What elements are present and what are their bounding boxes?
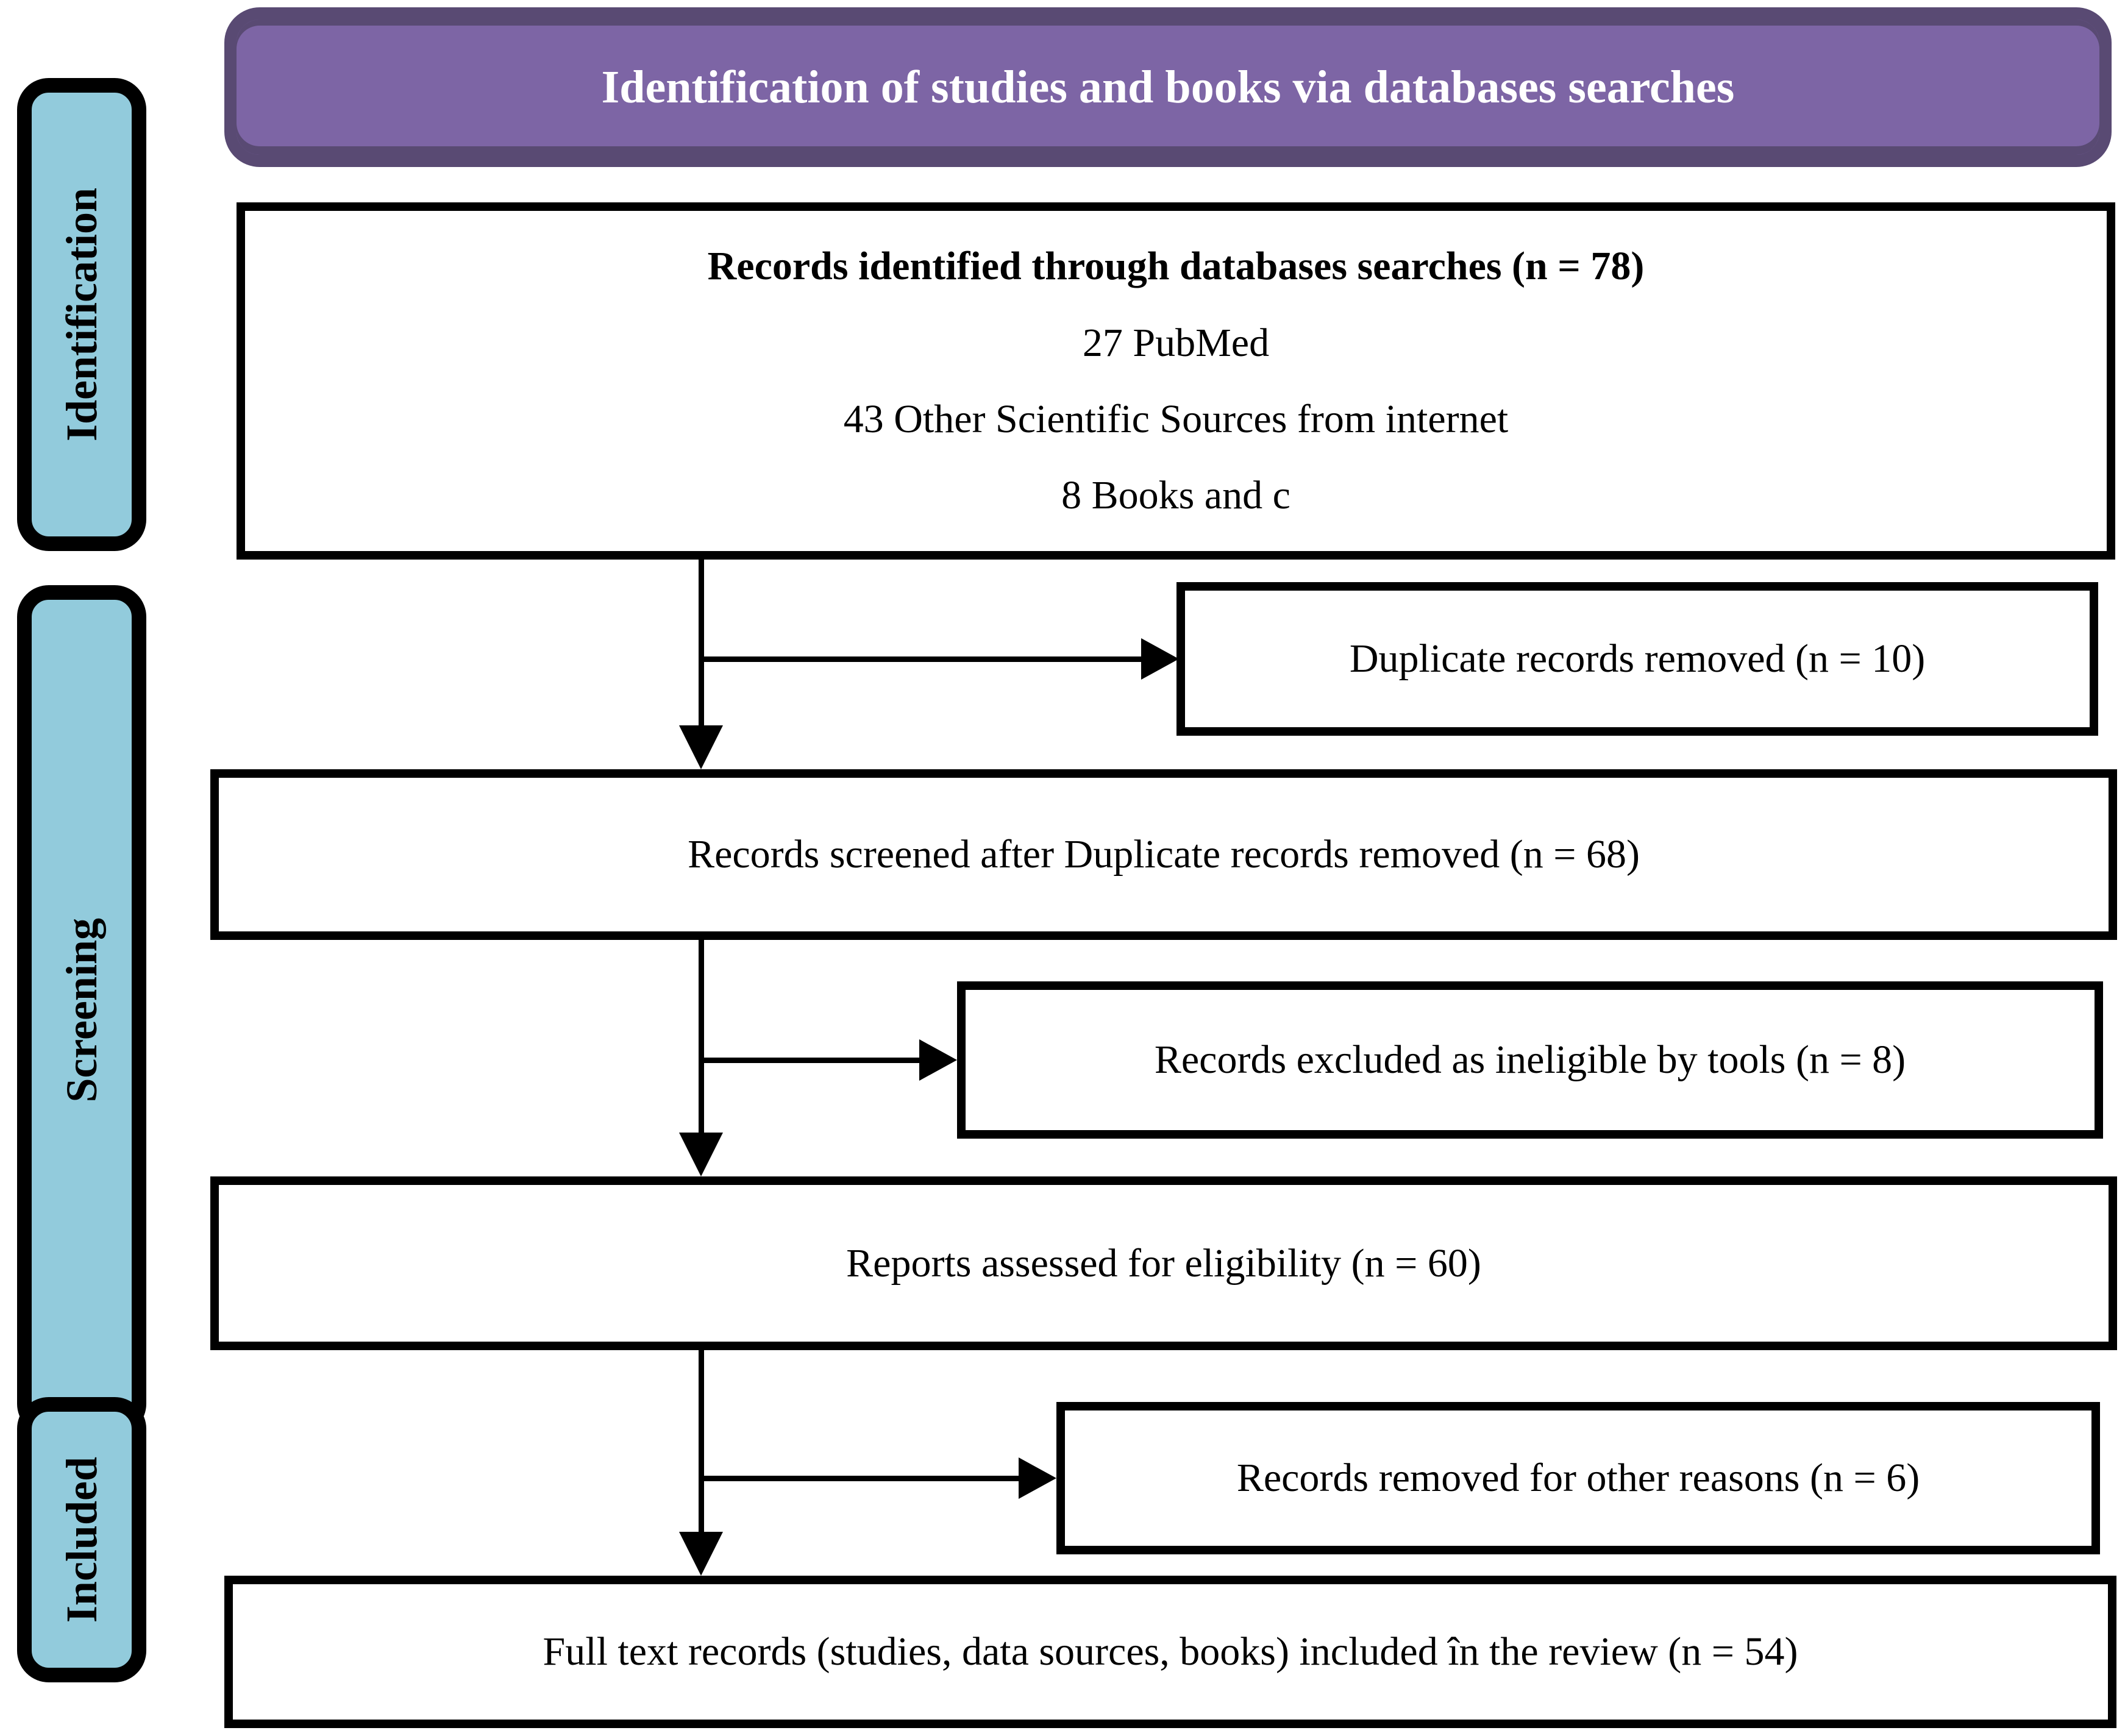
connector-screened-to-assessed-arrowhead-icon — [679, 1133, 723, 1176]
box-duplicates-removed-text: Duplicate records removed (n = 10) — [1349, 636, 1926, 681]
connector-to-removed-other-arrowhead-icon — [1019, 1457, 1056, 1499]
stage-label-identification: Identification — [17, 78, 146, 551]
title-banner: Identification of studies and books via … — [224, 7, 2112, 167]
connector-identified-to-screened-arrowhead-icon — [679, 725, 723, 769]
box-records-identified-title: Records identified through databases sea… — [707, 244, 1645, 289]
stage-label-screening: Screening — [17, 585, 146, 1435]
box-records-identified-item-other-sources: 43 Other Scientific Sources from interne… — [843, 397, 1509, 441]
connector-identified-to-screened-line — [699, 560, 704, 731]
connector-assessed-to-included-line — [699, 1350, 704, 1533]
connector-to-excluded-arrowhead-icon — [919, 1039, 957, 1081]
connector-assessed-to-included-arrowhead-icon — [679, 1532, 723, 1576]
connector-to-duplicates-removed-arrowhead-icon — [1141, 638, 1179, 680]
connector-to-duplicates-removed-line — [701, 656, 1142, 662]
box-records-excluded-text: Records excluded as ineligible by tools … — [1154, 1037, 1906, 1083]
box-reports-assessed-text: Reports assessed for eligibility (n = 60… — [846, 1240, 1481, 1286]
box-records-screened: Records screened after Duplicate records… — [210, 769, 2117, 940]
stage-label-screening-text: Screening — [57, 918, 106, 1103]
box-records-excluded: Records excluded as ineligible by tools … — [957, 981, 2103, 1139]
box-reports-assessed: Reports assessed for eligibility (n = 60… — [210, 1176, 2117, 1350]
box-records-screened-text: Records screened after Duplicate records… — [688, 832, 1640, 877]
box-records-identified: Records identified through databases sea… — [237, 202, 2115, 560]
box-records-removed-other-text: Records removed for other reasons (n = 6… — [1236, 1456, 1920, 1501]
connector-to-excluded-line — [701, 1058, 920, 1063]
box-records-removed-other: Records removed for other reasons (n = 6… — [1056, 1402, 2100, 1554]
stage-label-included-text: Included — [57, 1456, 106, 1623]
connector-screened-to-assessed-line — [699, 940, 704, 1135]
box-duplicates-removed: Duplicate records removed (n = 10) — [1176, 582, 2098, 736]
box-records-identified-item-pubmed: 27 PubMed — [1082, 320, 1270, 365]
stage-label-included: Included — [17, 1397, 146, 1682]
title-banner-text: Identification of studies and books via … — [601, 61, 1735, 113]
stage-label-identification-text: Identification — [57, 187, 106, 441]
box-fulltext-included: Full text records (studies, data sources… — [224, 1576, 2116, 1728]
box-fulltext-included-text: Full text records (studies, data sources… — [543, 1629, 1798, 1674]
connector-to-removed-other-line — [701, 1476, 1020, 1481]
box-records-identified-item-books: 8 Books and c — [1061, 473, 1290, 518]
